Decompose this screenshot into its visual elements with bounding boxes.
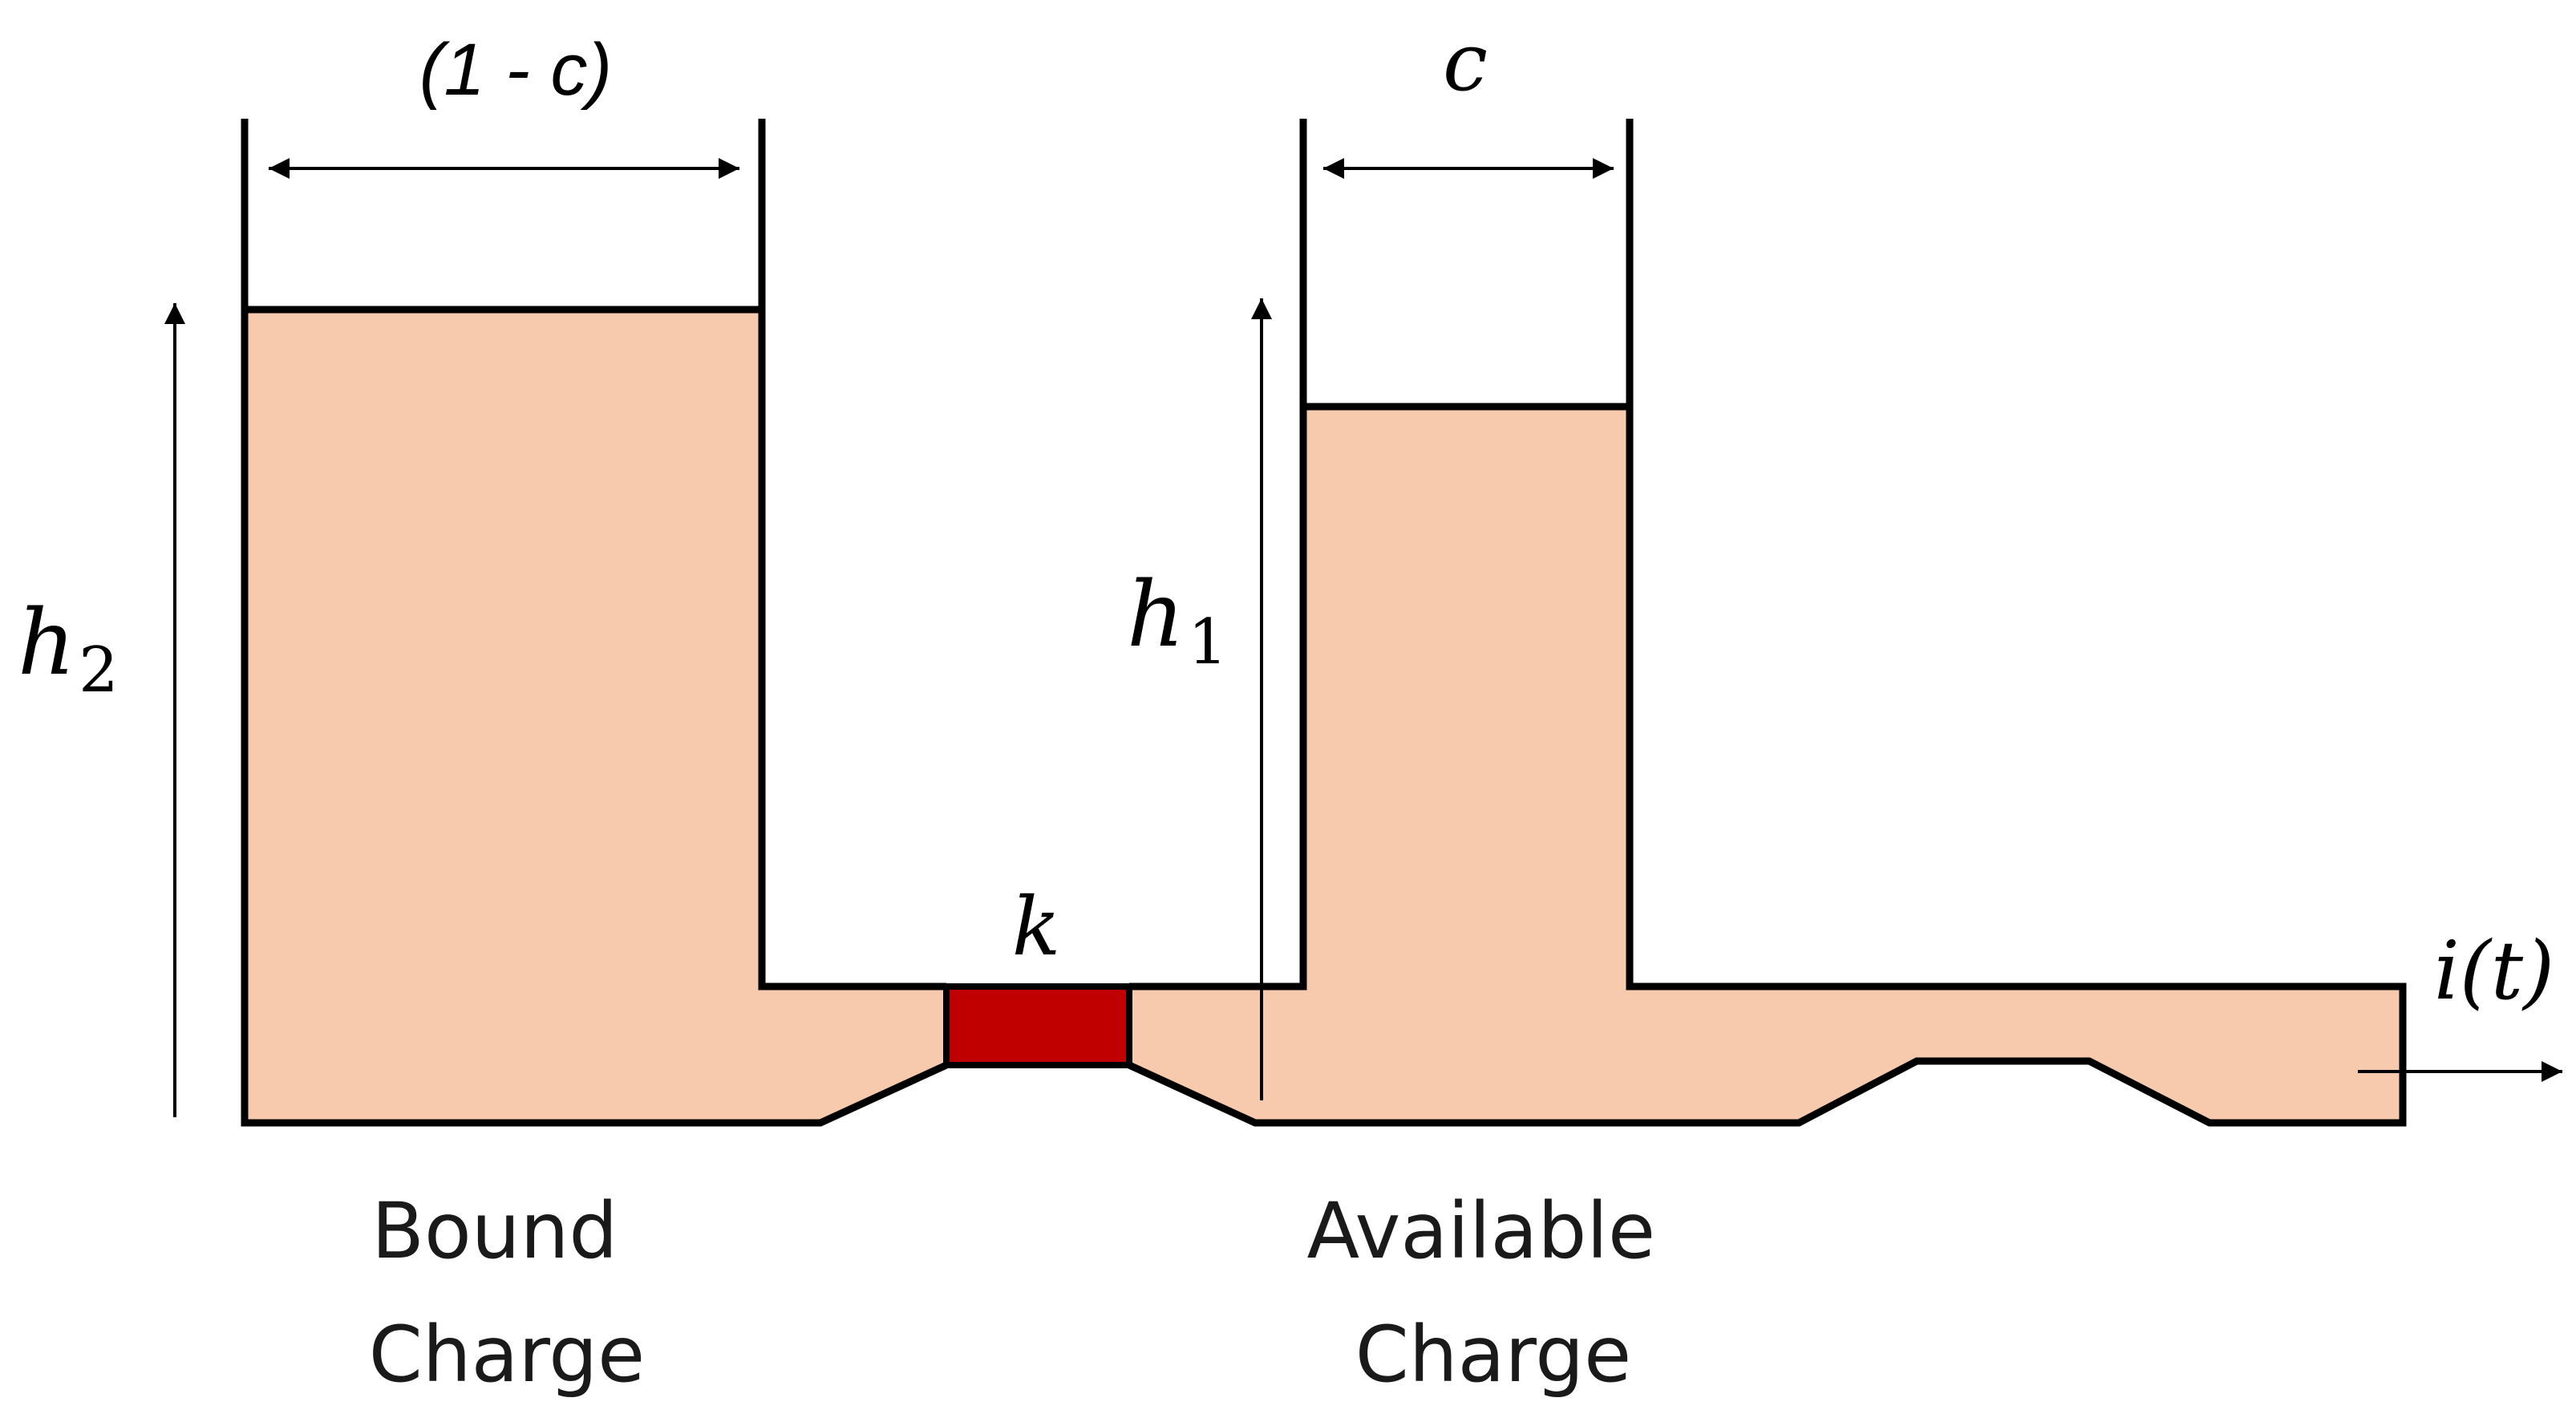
connector-bottom: [1128, 119, 2407, 1127]
available-height-label: h1: [1127, 563, 1228, 679]
charge-liquid: [245, 310, 2403, 1123]
bound-charge-label: Bound Charge: [369, 1186, 645, 1400]
bound-height-subscript: 2: [79, 634, 119, 707]
bound-label-line1: Bound: [371, 1186, 618, 1276]
valve-k: [943, 983, 1132, 1068]
bound-height-label: h2: [18, 591, 119, 707]
bound-well-right-wall: [758, 119, 946, 991]
available-height-subscript: 1: [1188, 606, 1228, 679]
available-height-symbol: h: [1127, 563, 1185, 667]
available-well-left-wall: [1129, 119, 1307, 991]
available-width-label: c: [1443, 15, 1488, 109]
available-label-line2: Charge: [1355, 1310, 1631, 1400]
available-charge-label: Available Charge: [1306, 1186, 1679, 1400]
bound-width-label: (1 - c): [419, 29, 612, 111]
available-label-line1: Available: [1306, 1186, 1655, 1276]
current-label: i(t): [2434, 924, 2554, 1018]
bound-label-line2: Charge: [369, 1310, 645, 1400]
bound-well-wall: [241, 119, 948, 1127]
valve-label: k: [1012, 880, 1061, 974]
bound-height-symbol: h: [18, 591, 75, 695]
